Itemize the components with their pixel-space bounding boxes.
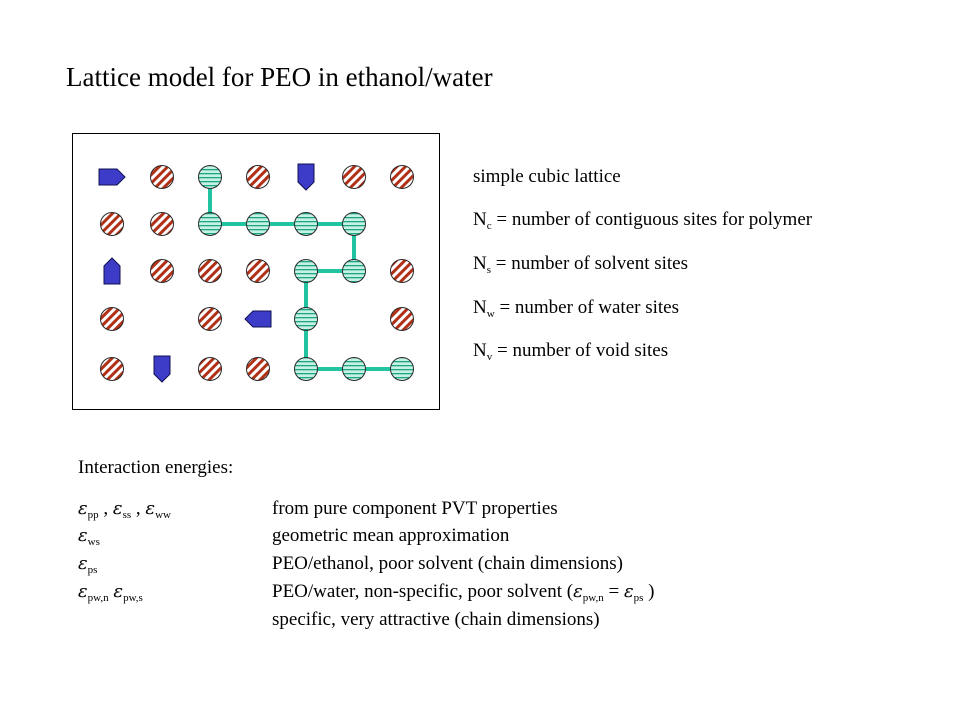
solvent-site [150,165,174,189]
legend-nv: Nv = number of void sites [473,340,669,363]
polymer-site [246,212,270,236]
water-site [244,310,272,328]
lattice-frame [72,133,440,410]
polymer-site [294,357,318,381]
solvent-site [390,165,414,189]
solvent-site [100,357,124,381]
solvent-site [390,307,414,331]
interaction-terms-0: εpp , εss , εww [78,498,171,521]
polymer-site [342,259,366,283]
legend-ns: Ns = number of solvent sites [473,253,689,276]
lattice-sites [98,163,414,383]
solvent-site [100,307,124,331]
interaction-terms-3: εpw,n εpw,s [78,581,143,604]
lattice-type-label: simple cubic lattice [473,166,621,187]
polymer-site [294,259,318,283]
legend-nw: Nw = number of water sites [473,297,679,320]
solvent-site [100,212,124,236]
solvent-site [198,259,222,283]
polymer-site [294,212,318,236]
water-site [153,355,171,383]
page-title: Lattice model for PEO in ethanol/water [66,62,493,92]
solvent-site [390,259,414,283]
interaction-desc-0: from pure component PVT properties [272,498,558,519]
interaction-desc-3: PEO/water, non-specific, poor solvent (ε… [272,581,655,604]
solvent-site [198,357,222,381]
lattice-diagram [98,163,414,383]
water-site [103,257,121,285]
interaction-desc-4: specific, very attractive (chain dimensi… [272,609,600,630]
solvent-site [246,259,270,283]
solvent-site [150,259,174,283]
interaction-desc-1: geometric mean approximation [272,525,510,546]
polymer-site [390,357,414,381]
solvent-site [150,212,174,236]
interaction-terms-1: εws [78,525,100,548]
polymer-site [198,165,222,189]
interaction-terms-2: εps [78,553,98,576]
solvent-site [246,357,270,381]
solvent-site [342,165,366,189]
interaction-desc-2: PEO/ethanol, poor solvent (chain dimensi… [272,553,623,574]
water-site [297,163,315,191]
interaction-heading: Interaction energies: [78,457,234,478]
polymer-site [342,357,366,381]
polymer-site [294,307,318,331]
polymer-site [198,212,222,236]
legend-nc: Nc = number of contiguous sites for poly… [473,209,813,232]
solvent-site [198,307,222,331]
polymer-site [342,212,366,236]
water-site [98,168,126,186]
solvent-site [246,165,270,189]
